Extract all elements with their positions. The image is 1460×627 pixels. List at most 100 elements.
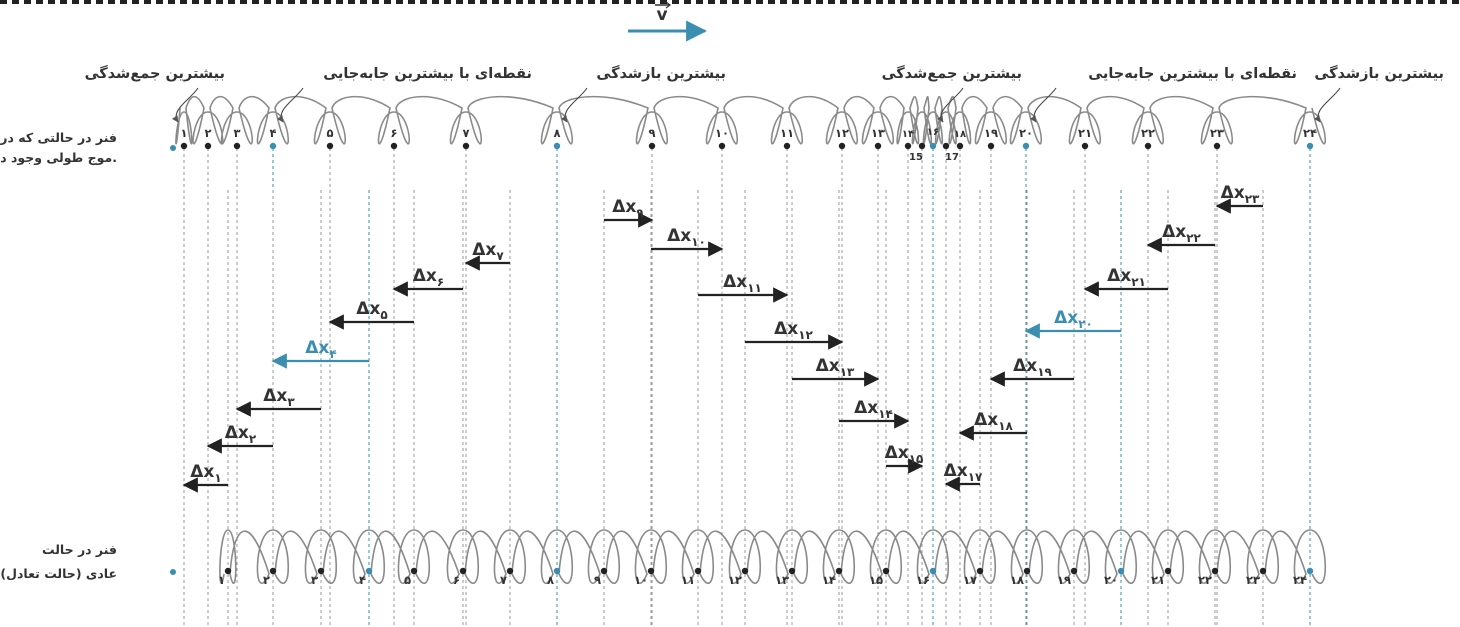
coil-point (553, 142, 561, 150)
coil-point (918, 142, 926, 150)
displacement-label: Δx۲۲ (1162, 222, 1201, 245)
coil-point (1022, 142, 1030, 150)
bottom-coil-label: ۱۵ (869, 573, 883, 587)
displacement-label: Δx۱۹ (1013, 356, 1052, 379)
coil-point (269, 142, 277, 150)
top-coil-label: ۳ (233, 126, 240, 140)
bottom-coil-label: ۲۱ (1151, 573, 1165, 587)
coil-point (1164, 567, 1172, 575)
top-annotation-label: بیشترین جمع‌شدگی (85, 64, 225, 82)
compressed-note-pointer-dot (170, 145, 176, 151)
annotation-pointer (936, 87, 964, 123)
rest-spring-note-line1: فنر در حالت (42, 542, 117, 557)
coil-point (929, 567, 937, 575)
equilibrium-spring-coil (219, 529, 1327, 585)
coil-point (718, 142, 726, 150)
coil-point (1081, 142, 1089, 150)
top-coil-label: ۲ (204, 126, 211, 140)
top-coil-label: ۲۲ (1141, 126, 1155, 140)
coil-point (410, 567, 418, 575)
bottom-coil-label: ۲۳ (1246, 573, 1260, 587)
coil-point (317, 567, 325, 575)
displacement-label: Δx۱۵ (885, 443, 924, 466)
bottom-coil-label: ۱ (218, 573, 225, 587)
displacement-label: Δx۵ (356, 299, 387, 322)
coil-point (835, 567, 843, 575)
coil-point (233, 142, 241, 150)
displacement-label: Δx۱۷ (944, 461, 983, 484)
top-coil-label: ۶ (390, 126, 397, 140)
compressed-spring-coil (175, 95, 1327, 145)
bottom-coil-label: ۱۷ (963, 573, 977, 587)
top-coil-label: ۴ (269, 126, 276, 140)
bottom-coil-label: ۱۳ (775, 573, 789, 587)
compressed-spring-note-line2: موج طولی وجود دارد. (0, 150, 117, 165)
coil-point (882, 567, 890, 575)
velocity-label: v (656, 5, 667, 25)
coil-point (1213, 142, 1221, 150)
bottom-coil-label: ۲۰ (1104, 573, 1118, 587)
coil-point (942, 142, 950, 150)
top-annotation-label: نقطه‌ای با بیشترین جابه‌جایی (323, 66, 532, 82)
top-annotation-label: بیشترین جمع‌شدگی (882, 64, 1022, 82)
top-coil-label: ۹ (648, 126, 655, 140)
velocity-arrow: v (628, 1, 708, 42)
displacement-label: Δx۷ (472, 240, 504, 263)
coil-point (390, 142, 398, 150)
coil-point (976, 567, 984, 575)
displacement-label: Δx۴ (305, 338, 336, 361)
bottom-coil-label: ۷ (500, 573, 507, 587)
top-coil-label: ۱۴ (902, 129, 914, 140)
top-coil-label: ۷ (462, 126, 469, 140)
coil-point (269, 567, 277, 575)
bottom-coil-label: ۱۰ (634, 573, 648, 587)
top-coil-label: ۱ (180, 126, 187, 140)
top-coil-label: ۲۳ (1210, 126, 1224, 140)
coil-point (1070, 567, 1078, 575)
compressed-spring-note-line1: فنر در حالتی که در آن (0, 130, 117, 145)
coil-point (180, 142, 188, 150)
displacement-label: Δx۱۲ (774, 319, 813, 342)
coil-point (553, 567, 561, 575)
bottom-coil-label: ۶ (453, 573, 460, 587)
bottom-coil-label: ۲ (263, 573, 270, 587)
annotation-pointer (560, 87, 588, 123)
displacement-label: Δx۲۳ (1221, 183, 1260, 206)
coil-point (1306, 567, 1314, 575)
top-coil-label: ۱۰ (715, 126, 729, 140)
coil-point (874, 142, 882, 150)
coil-point (648, 142, 656, 150)
bottom-coil-label: ۱۸ (1010, 573, 1024, 587)
bottom-coil-label: ۹ (594, 573, 601, 587)
bottom-coil-label: ۱۶ (916, 573, 930, 587)
annotation-pointer (276, 87, 304, 123)
bottom-coil-label: ۱۹ (1057, 573, 1071, 587)
coil-point (1144, 142, 1152, 150)
coil-point (838, 142, 846, 150)
top-coil-label: ۱۱ (780, 126, 794, 140)
rest-spring-note-line2: عادی (حالت تعادل) (0, 566, 117, 581)
annotation-pointer (1029, 87, 1057, 123)
coil-point (1259, 567, 1267, 575)
top-coil-label: ۱۳ (871, 126, 885, 140)
displacement-label: Δx۱۴ (854, 398, 893, 421)
coil-point (788, 567, 796, 575)
top-coil-label: ۲۴ (1303, 126, 1317, 140)
coil-point (956, 142, 964, 150)
top-annotation-label: بیشترین بازشدگی (1314, 64, 1444, 82)
bottom-coil-label: ۱۱ (681, 573, 695, 587)
coil-point (647, 567, 655, 575)
top-coil-label: ۲۱ (1078, 126, 1092, 140)
bottom-coil-label: ۲۴ (1293, 573, 1307, 587)
coil-point (1211, 567, 1219, 575)
bottom-coil-label: ۲۲ (1198, 573, 1212, 587)
displacement-label: Δx۱۱ (723, 272, 762, 295)
top-coil-label: ۸ (553, 126, 560, 140)
rest-note-pointer-dot (170, 569, 176, 575)
displacement-label: Δx۲ (225, 423, 257, 446)
top-coil-label: 15 (909, 152, 923, 163)
displacement-label: Δx۲۱ (1107, 266, 1146, 289)
annotation-pointer (171, 87, 199, 123)
coil-point (783, 142, 791, 150)
